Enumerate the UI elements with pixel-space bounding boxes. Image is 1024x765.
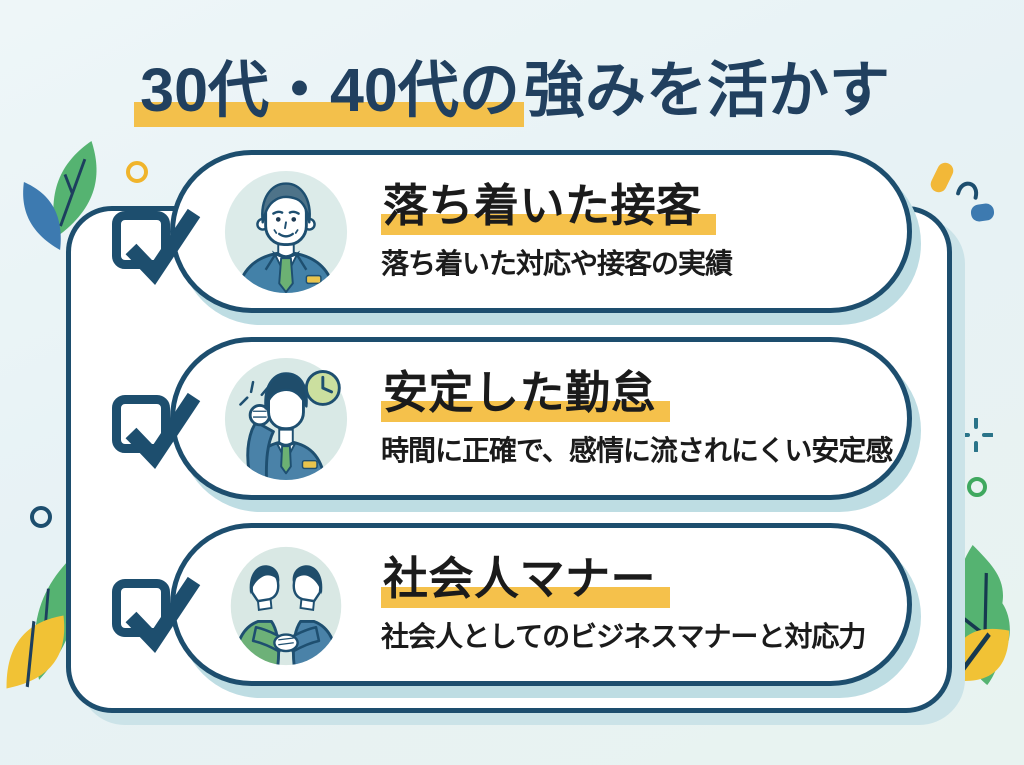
yellow-leaf-icon-bottom-right [942,614,1014,696]
calm-businessman-illustration [223,169,349,295]
handshake-illustration [223,542,349,668]
benefit-card-stable-attendance: 安定した勤怠 時間に正確で、感情に流されにくい安定感 [170,337,912,500]
checkbox-icon-1 [112,208,201,285]
check-mark-icon [125,208,201,285]
teal-sparkle-icon [958,417,994,453]
card-heading: 社会人マナー [381,553,671,608]
card-description: 社会人としてのビジネスマナーと対応力 [381,620,866,652]
page-title-highlighted: 30代・40代の [134,56,524,127]
benefit-card-calm-service: 落ち着いた接客 落ち着いた対応や接客の実績 [170,150,912,313]
green-ring-icon [967,477,987,497]
page-title: 30代・40代の強みを活かす [0,40,1024,129]
yellow-ring-icon [126,161,148,183]
blue-leaf-icon [16,176,68,256]
card-description: 時間に正確で、感情に流されにくい安定感 [381,434,893,466]
card-heading: 安定した勤怠 [381,367,671,422]
checkbox-icon-3 [112,576,201,653]
businessman-fist-clock-illustration [223,356,349,482]
navy-ring-icon [30,506,52,528]
yellow-leaf-icon-bottom-left [2,604,68,700]
benefit-card-business-manners: 社会人マナー 社会人としてのビジネスマナーと対応力 [170,523,912,686]
card-description: 落ち着いた対応や接客の実績 [381,247,733,279]
green-leaf-icon [44,136,104,242]
card-heading: 落ち着いた接客 [381,180,716,235]
blue-blob-icon [969,202,996,223]
checkbox-icon-2 [112,392,201,469]
page-title-rest: 強みを活かす [523,56,890,124]
yellow-pill-icon [928,160,956,195]
navy-arc-icon [956,175,983,200]
